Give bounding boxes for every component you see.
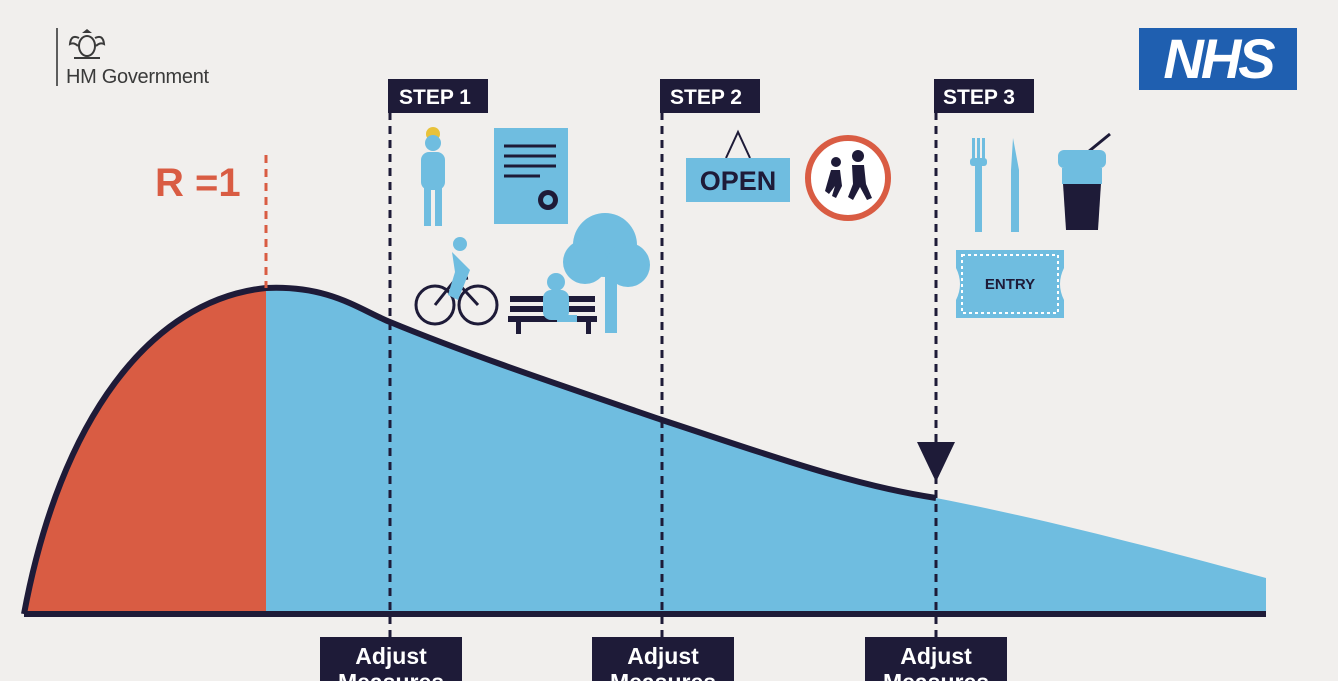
entry-ticket-icon: ENTRY — [956, 250, 1064, 318]
step-2-label: STEP 2 — [660, 79, 760, 113]
entry-ticket-text: ENTRY — [985, 276, 1035, 293]
takeaway-drink-icon — [1058, 132, 1111, 230]
red-area — [24, 288, 266, 614]
adjust-measures-box-2: Adjust Measures — [592, 637, 734, 681]
adjust-measures-box-3: Adjust Measures — [865, 637, 1007, 681]
step-3-text: STEP 3 — [943, 86, 1015, 109]
park-bench-tree-icon — [508, 213, 650, 334]
construction-worker-icon — [421, 127, 445, 226]
open-sign-text: OPEN — [700, 166, 777, 196]
adjust-line2: Measures — [338, 669, 444, 681]
school-children-sign-icon — [805, 135, 891, 221]
fork-knife-icon — [970, 138, 1019, 232]
step-1-label: STEP 1 — [388, 79, 488, 113]
step-2-text: STEP 2 — [670, 86, 742, 109]
adjust-line2: Measures — [610, 669, 716, 681]
step-3-label: STEP 3 — [934, 79, 1034, 113]
open-sign-icon: OPEN — [686, 129, 790, 202]
logo-divider — [56, 28, 58, 86]
certificate-icon — [494, 128, 568, 224]
adjust-line1: Adjust — [627, 643, 699, 669]
step-3-arrow-icon — [917, 442, 955, 482]
adjust-measures-box-1: Adjust Measures — [320, 637, 462, 681]
adjust-line1: Adjust — [355, 643, 427, 669]
adjust-line2: Measures — [883, 669, 989, 681]
government-label: HM Government — [66, 66, 209, 88]
royal-crest-icon — [68, 29, 106, 59]
step-1-text: STEP 1 — [399, 86, 471, 109]
nhs-logo: NHS — [1139, 28, 1297, 90]
cyclist-icon — [414, 237, 499, 326]
r-equals-one-label: R =1 — [155, 161, 241, 205]
adjust-line1: Adjust — [900, 643, 972, 669]
